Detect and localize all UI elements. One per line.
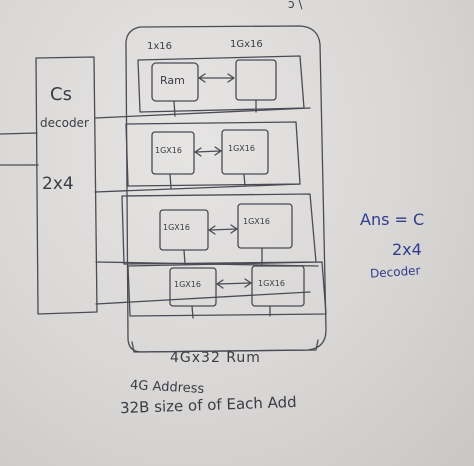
select-line-4 bbox=[95, 291, 311, 305]
row-2-left-chip-label: 1GX16 bbox=[155, 146, 182, 155]
row-1-left-header: 1x16 bbox=[147, 41, 173, 52]
row-3-arrow bbox=[208, 224, 238, 235]
row-3-right-chip bbox=[237, 203, 293, 249]
decoder-block bbox=[35, 56, 98, 315]
row-1-left-chip-label: Ram bbox=[160, 74, 185, 87]
row-4-left-chip-label: 1GX16 bbox=[174, 280, 201, 289]
select-line-1 bbox=[94, 107, 311, 119]
row-2-right-chip bbox=[221, 129, 269, 175]
decoder-input-line-top bbox=[0, 132, 38, 135]
row-1-right-header: 1Gx16 bbox=[230, 39, 263, 50]
row-3-right-chip-label: 1GX16 bbox=[243, 217, 270, 226]
answer-line-2: 2x4 bbox=[392, 240, 422, 259]
row-frame-2 bbox=[125, 121, 301, 187]
row-1-right-chip bbox=[235, 59, 277, 101]
select-line-2 bbox=[94, 183, 301, 193]
row-1-left-stub bbox=[173, 100, 176, 117]
decoder-cs-label: Cs bbox=[50, 84, 72, 105]
answer-line-3: Decoder bbox=[369, 263, 421, 281]
row-4-right-chip bbox=[251, 265, 305, 307]
row-2-arrow bbox=[194, 146, 222, 157]
row-2-right-stub bbox=[243, 173, 246, 187]
row-2-left-chip bbox=[151, 131, 195, 175]
row-4-left-stub bbox=[191, 305, 194, 319]
row-frame-1 bbox=[137, 55, 305, 113]
row-4-arrow bbox=[216, 278, 252, 289]
row-2-left-stub bbox=[169, 173, 172, 189]
answer-line-1: Ans = C bbox=[360, 210, 425, 229]
row-2-right-chip-label: 1GX16 bbox=[228, 144, 255, 153]
module-caption: 4Gx32 Rum bbox=[170, 350, 261, 366]
top-corner-mark: ɔ \ bbox=[288, 0, 303, 11]
module-bracket bbox=[131, 339, 319, 353]
row-3-left-chip-label: 1GX16 bbox=[163, 223, 190, 232]
decoder-name-label: decoder bbox=[40, 116, 89, 130]
decoder-size-label: 2x4 bbox=[42, 174, 74, 194]
row-3-left-stub bbox=[183, 249, 186, 265]
row-1-arrow bbox=[198, 73, 235, 83]
notes-line-1: 4G Address bbox=[129, 378, 205, 397]
row-1-left-chip bbox=[151, 62, 199, 102]
row-4-right-chip-label: 1GX16 bbox=[258, 279, 285, 288]
row-frame-4 bbox=[127, 261, 327, 317]
row-4-left-chip bbox=[169, 267, 217, 307]
